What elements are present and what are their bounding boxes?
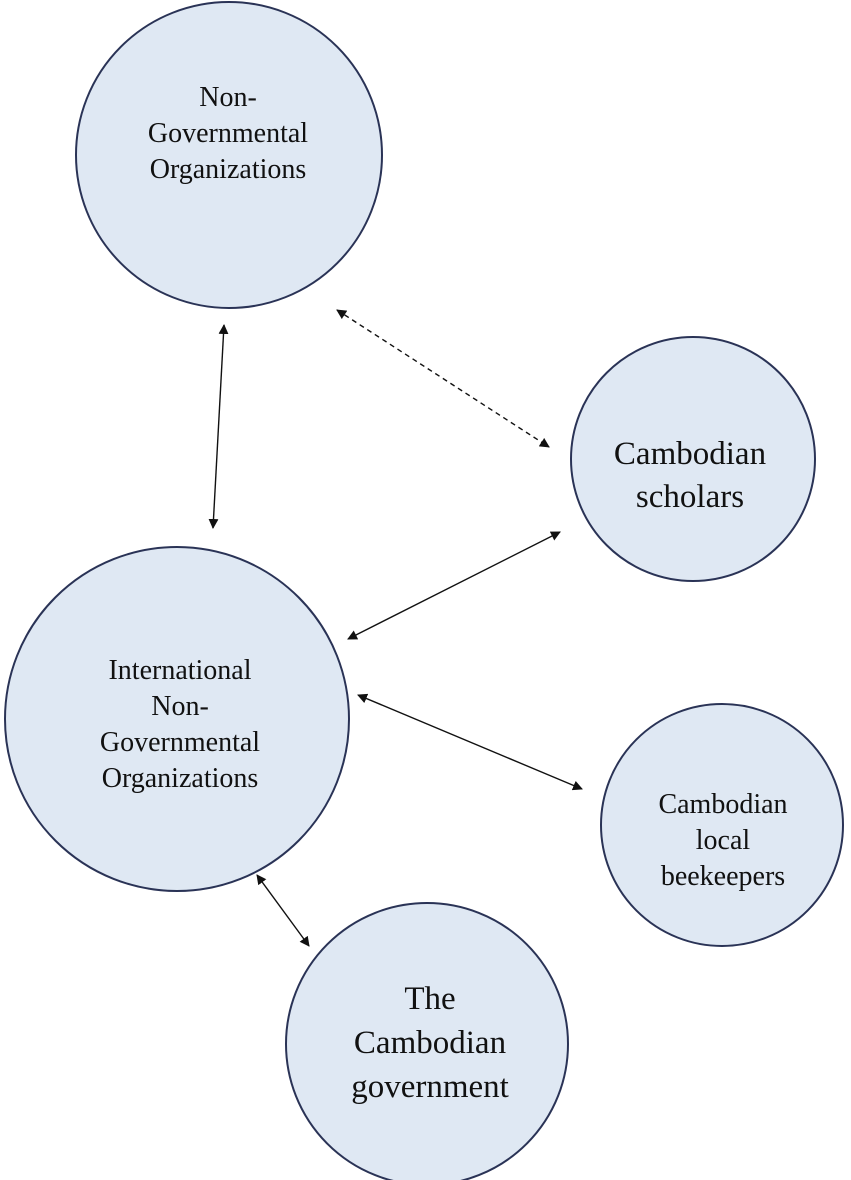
node-ingo-line-3: Governmental xyxy=(100,727,260,758)
node-ingo-line-4: Organizations xyxy=(102,763,259,794)
node-government-line-1: The xyxy=(404,981,455,1017)
node-ngo: Non- Governmental Organizations xyxy=(75,1,383,309)
node-government-line-3: government xyxy=(351,1069,509,1105)
node-ingo: International Non- Governmental Organiza… xyxy=(4,546,350,892)
node-ngo-line-3: Organizations xyxy=(150,154,307,185)
node-scholars-line-1: Cambodian xyxy=(614,436,766,472)
node-beekeepers: Cambodian local beekeepers xyxy=(600,703,844,947)
node-government-circle xyxy=(285,902,569,1180)
edge-ingo-scholars xyxy=(347,531,561,640)
node-ngo-circle xyxy=(75,1,383,309)
edge-ngo-ingo xyxy=(208,324,229,529)
node-scholars-line-2: scholars xyxy=(636,479,744,515)
node-ngo-line-2: Governmental xyxy=(148,118,308,149)
node-beekeepers-line-3: beekeepers xyxy=(661,861,785,892)
node-scholars: Cambodian scholars xyxy=(570,336,816,582)
node-ingo-line-1: International xyxy=(108,655,251,686)
node-ingo-line-2: Non- xyxy=(151,691,209,722)
node-beekeepers-line-2: local xyxy=(696,825,751,856)
edge-ingo-government xyxy=(256,874,310,947)
node-beekeepers-line-1: Cambodian xyxy=(658,789,787,820)
node-scholars-circle xyxy=(570,336,816,582)
node-beekeepers-circle xyxy=(600,703,844,947)
node-government: The Cambodian government xyxy=(285,902,569,1180)
node-government-line-2: Cambodian xyxy=(354,1025,506,1061)
edge-ngo-scholars xyxy=(336,309,550,448)
node-ngo-line-1: Non- xyxy=(199,82,257,113)
edge-ingo-beekeepers xyxy=(357,693,583,791)
node-ingo-circle xyxy=(4,546,350,892)
